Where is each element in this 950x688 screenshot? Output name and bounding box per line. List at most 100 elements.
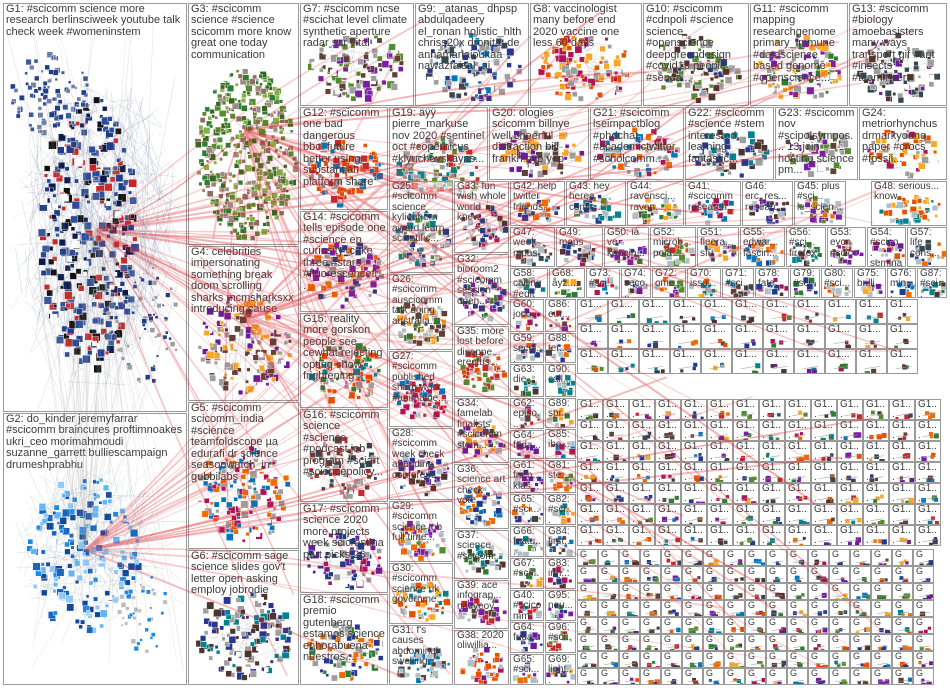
vertex — [229, 298, 235, 303]
vertex — [122, 514, 127, 520]
vertex — [345, 391, 350, 397]
vertex — [44, 64, 50, 71]
vertex — [82, 478, 87, 484]
vertex — [79, 526, 87, 535]
edge — [134, 514, 158, 538]
vertex — [204, 325, 209, 329]
vertex — [388, 64, 393, 69]
vertex — [885, 96, 891, 102]
vertex — [232, 663, 236, 668]
vertex — [267, 530, 272, 535]
vertex — [439, 243, 443, 248]
group-label: G21: #scicomm lseimpactblog #phdchat #ac… — [593, 107, 676, 165]
vertex — [417, 412, 422, 417]
vertex — [221, 486, 227, 492]
vertex — [130, 214, 135, 219]
vertex — [156, 354, 159, 358]
vertex — [141, 318, 147, 325]
vertex — [70, 215, 78, 224]
group-panel-9: G9: _atanas_ dhpsp abdulqadeery el_ronan… — [415, 3, 529, 106]
vertex — [237, 179, 244, 186]
vertex — [61, 493, 66, 498]
vertex — [216, 654, 223, 662]
edge — [125, 533, 154, 554]
vertex — [239, 305, 244, 311]
vertex — [127, 224, 135, 231]
vertex — [201, 140, 209, 148]
vertex — [250, 641, 255, 647]
edge — [15, 247, 23, 294]
vertex — [37, 228, 46, 237]
vertex — [261, 119, 269, 127]
edge — [130, 88, 132, 108]
edge — [35, 501, 116, 598]
vertex — [209, 375, 216, 382]
vertex — [429, 167, 434, 172]
vertex — [97, 348, 106, 357]
vertex — [412, 339, 418, 345]
vertex — [125, 593, 132, 599]
edge — [236, 615, 281, 648]
edge — [134, 122, 151, 345]
vertex — [228, 179, 233, 183]
vertex — [370, 570, 376, 576]
vertex — [62, 585, 67, 590]
vertex — [593, 87, 598, 93]
vertex — [42, 94, 49, 100]
vertex — [96, 498, 100, 502]
vertex — [700, 165, 707, 172]
vertex — [262, 222, 267, 227]
vertex — [231, 305, 238, 312]
group-panel-6: G6: #scicomm sage science slides gov't l… — [188, 550, 299, 685]
vertex — [559, 171, 564, 175]
vertex — [75, 335, 83, 343]
group-label: G3: #scicomm science #science scicomm mo… — [191, 3, 292, 61]
group-panel-23: G23: #scicomm nov #scipolsympos... 13 jo… — [775, 107, 858, 180]
vertex — [349, 490, 354, 495]
vertex — [208, 124, 213, 129]
vertex — [463, 91, 468, 97]
vertex — [85, 113, 91, 118]
vertex — [58, 557, 63, 562]
vertex — [351, 483, 358, 490]
vertex — [282, 627, 289, 634]
vertex — [52, 511, 57, 515]
vertex — [281, 612, 290, 620]
vertex — [521, 169, 529, 177]
vertex — [283, 474, 290, 481]
vertex — [51, 530, 57, 537]
vertex — [770, 87, 775, 93]
vertex — [98, 283, 106, 291]
vertex — [86, 500, 95, 509]
vertex — [225, 521, 232, 528]
vertex — [279, 210, 285, 216]
vertex — [567, 51, 574, 58]
vertex — [361, 566, 368, 573]
vertex — [222, 344, 228, 351]
vertex — [92, 505, 99, 513]
edge — [201, 340, 207, 345]
vertex — [82, 355, 91, 364]
vertex — [99, 98, 104, 103]
vertex — [260, 621, 268, 630]
vertex — [56, 336, 64, 344]
vertex — [252, 107, 257, 112]
vertex — [285, 333, 292, 339]
vertex — [429, 259, 434, 264]
vertex — [266, 512, 272, 518]
vertex — [147, 617, 152, 622]
vertex — [325, 88, 332, 95]
vertex — [357, 291, 364, 298]
edge — [130, 486, 158, 576]
edge — [138, 101, 171, 252]
vertex — [481, 89, 487, 95]
vertex — [293, 161, 298, 167]
vertex — [217, 636, 222, 642]
vertex — [60, 301, 66, 307]
vertex — [13, 88, 19, 93]
vertex — [238, 199, 244, 205]
vertex — [376, 86, 382, 92]
vertex — [345, 93, 350, 98]
vertex — [599, 60, 603, 65]
vertex — [106, 345, 115, 354]
